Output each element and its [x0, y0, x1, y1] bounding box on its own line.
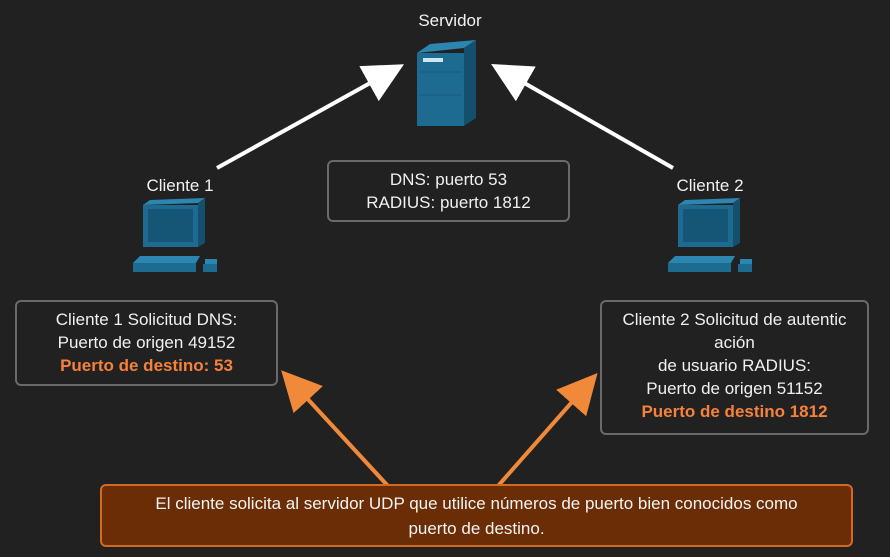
client2-source-port: Puerto de origen 51152 — [646, 379, 823, 398]
client1-source-port: Puerto de origen 49152 — [57, 333, 236, 352]
client2-request-box: Cliente 2 Solicitud de autentic ación de… — [600, 300, 869, 435]
client1-computer-icon — [133, 198, 217, 272]
client1-label: Cliente 1 — [146, 176, 214, 195]
server-label: Servidor — [418, 11, 482, 30]
client2-request-title-1: Cliente 2 Solicitud de autentic — [622, 310, 847, 329]
client2-label: Cliente 2 — [676, 176, 744, 195]
client2-request-title-3: de usuario RADIUS: — [657, 356, 812, 375]
udp-note-box: El cliente solicita al servidor UDP que … — [100, 484, 853, 547]
dns-port-text: DNS: puerto 53 — [389, 170, 508, 189]
radius-port-text: RADIUS: puerto 1812 — [366, 193, 531, 212]
note-to-client1-arrow — [281, 370, 390, 488]
note-to-client2-arrow — [496, 372, 598, 488]
client2-to-server-arrow — [491, 64, 674, 170]
client1-to-server-arrow — [216, 64, 404, 170]
client1-request-box: Cliente 1 Solicitud DNS: Puerto de orige… — [15, 300, 278, 386]
server-icon — [417, 40, 476, 126]
client2-destination-port: Puerto de destino 1812 — [641, 402, 828, 421]
client1-destination-port: Puerto de destino: 53 — [60, 356, 233, 375]
udp-note-line1: El cliente solicita al servidor UDP que … — [155, 494, 798, 513]
client2-request-title-2: ación — [714, 333, 755, 352]
udp-note-line2: puerto de destino. — [408, 519, 545, 538]
well-known-ports-box: DNS: puerto 53 RADIUS: puerto 1812 — [327, 160, 570, 222]
client2-computer-icon — [668, 198, 752, 272]
client1-request-title: Cliente 1 Solicitud DNS: — [55, 310, 238, 329]
